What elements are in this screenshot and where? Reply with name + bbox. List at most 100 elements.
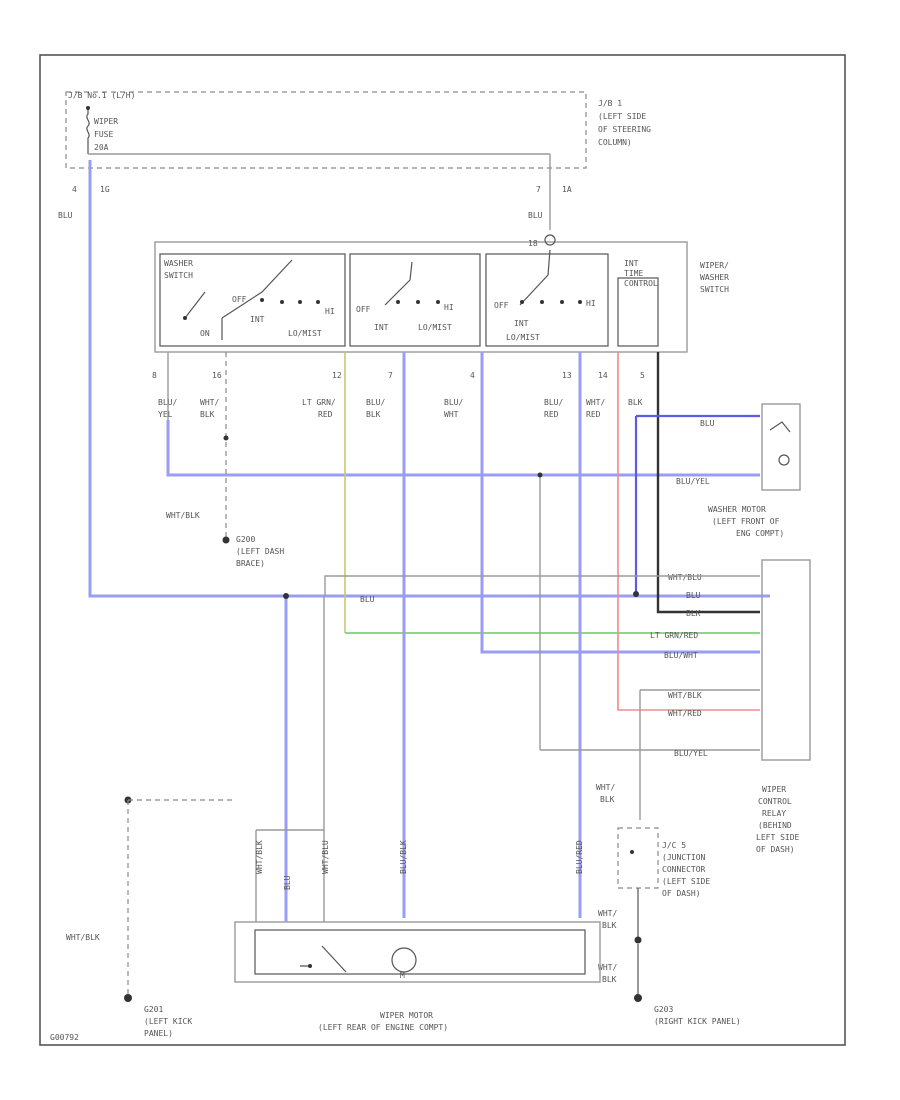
park-switch-icon [300, 945, 347, 973]
jc-wl-f: BLK [602, 975, 617, 984]
jb-location: J/B 1 [598, 99, 622, 108]
junction-connector: WHT/ BLK J/C 5 (JUNCTION CONNECTOR (LEFT… [596, 783, 710, 996]
jc-label-2: (JUNCTION [662, 853, 706, 862]
jb-location-2: (LEFT SIDE [598, 112, 646, 121]
jc-label: J/C 5 [662, 841, 686, 850]
g200-id: G200 [236, 535, 255, 544]
g200-loc-2: BRACE) [236, 559, 265, 568]
relay-mid-blu: BLU [360, 595, 375, 604]
switch-title-2: WASHER [700, 273, 729, 282]
relay-label-3: RELAY [762, 809, 786, 818]
spin-14: 14 [598, 371, 608, 380]
wiper-contact-icon-3 [519, 249, 551, 306]
washer-switch-label-2: SWITCH [164, 271, 193, 280]
motor-w4: BLU/BLK [399, 840, 408, 874]
ground-icon-2 [634, 936, 642, 944]
motor-label: WIPER MOTOR [380, 1011, 433, 1020]
wiper-contact-icon [221, 259, 293, 340]
jc-wl-a: WHT/ [596, 783, 615, 792]
wiper-washer-switch: WIPER/ WASHER SWITCH WASHER SWITCH ON OF… [154, 234, 729, 353]
motor-icon [778, 454, 790, 466]
relay-w3: BLK [686, 609, 701, 618]
wl-5a: BLU/ [444, 398, 463, 407]
jb-title: J/B No.1 (L/H) [68, 91, 135, 100]
ground-g203: G203 (RIGHT KICK PANEL) [634, 994, 741, 1026]
figure-id: G00792 [50, 1033, 79, 1042]
washer-wire-bottom: BLU/YEL [676, 477, 710, 486]
motor-m-label: M [400, 971, 405, 980]
spin-12: 12 [332, 371, 342, 380]
label-int-3: INT [514, 319, 529, 328]
wire-blu-feed [88, 160, 770, 598]
wire-blk [656, 352, 760, 614]
fuse-label: WIPER [94, 117, 118, 126]
relay-w4: LT GRN/RED [650, 631, 698, 640]
label-int-2: INT [374, 323, 389, 332]
ground-icon-3 [634, 994, 642, 1002]
jc-wl-b: BLK [600, 795, 615, 804]
label-hi: HI [325, 307, 335, 316]
jc-label-4: (LEFT SIDE [662, 877, 710, 886]
wl-1b: YEL [158, 410, 173, 419]
label-lo-mist: LO/MIST [288, 329, 322, 338]
pin-7: 7 [536, 185, 541, 194]
pin-4: 4 [72, 185, 77, 194]
ground-g201: WHT/BLK G201 (LEFT KICK PANEL) [66, 796, 236, 1038]
wl-6b: RED [544, 410, 559, 419]
relay-label-5: LEFT SIDE [756, 833, 800, 842]
ground-icon-5 [124, 994, 132, 1002]
fuse-icon [86, 108, 90, 154]
junction-block: J/B No.1 (L/H) WIPER FUSE 20A J/B 1 (LEF… [58, 91, 651, 230]
switch-input-node [544, 234, 556, 246]
wire-wht-red [617, 352, 760, 711]
fuse-rating: 20A [94, 143, 109, 152]
washer-motor-label-3: ENG COMPT) [736, 529, 784, 538]
wl-g200: WHT/BLK [166, 511, 200, 520]
wl-6a: BLU/ [544, 398, 563, 407]
pump-icon [769, 421, 791, 433]
jc-wl-d: BLK [602, 921, 617, 930]
relay-label-4: (BEHIND [758, 821, 792, 830]
wiper-motor-icon [391, 947, 417, 973]
spin-7: 7 [388, 371, 393, 380]
washer-motor-label-2: (LEFT FRONT OF [712, 517, 780, 526]
washer-motor-label: WASHER MOTOR [708, 505, 766, 514]
wl-2b: BLK [200, 410, 215, 419]
spin-5: 5 [640, 371, 645, 380]
fuse-node [86, 106, 90, 110]
jc-wl-c: WHT/ [598, 909, 617, 918]
wl-3b: RED [318, 410, 333, 419]
spin-4: 4 [470, 371, 475, 380]
spin-16: 16 [212, 371, 222, 380]
wl-8: BLK [628, 398, 643, 407]
int-time-label: INT [624, 259, 639, 268]
jb-location-4: COLUMN) [598, 138, 632, 147]
relay-label: WIPER [762, 785, 786, 794]
switch-wire-labels: BLU/ YEL WHT/ BLK LT GRN/ RED BLU/ BLK B… [158, 398, 643, 419]
wl-7a: WHT/ [586, 398, 605, 407]
washer-switch-label: WASHER [164, 259, 193, 268]
wiper-motor: WHT/BLK BLU WHT/BLU BLU/BLK BLU/RED M WI… [234, 593, 601, 1032]
wire-blu-yel-washer [166, 420, 760, 477]
g203-id: G203 [654, 1005, 673, 1014]
g200-loc: (LEFT DASH [236, 547, 284, 556]
wl-4b: BLK [366, 410, 381, 419]
label-lo-mist-2: LO/MIST [418, 323, 452, 332]
switch-title-3: SWITCH [700, 285, 729, 294]
jc-wl-e: WHT/ [598, 963, 617, 972]
wl-2a: WHT/ [200, 398, 219, 407]
wiper-contact-icon-2 [384, 261, 413, 306]
switch-pins: 8 16 12 7 4 13 14 5 [152, 371, 645, 380]
label-off: OFF [232, 295, 247, 304]
relay-label-6: OF DASH) [756, 845, 795, 854]
motor-w5: BLU/RED [575, 840, 584, 874]
ground-icon [222, 536, 230, 544]
washer-wire-top: BLU [700, 419, 715, 428]
motor-w1: WHT/BLK [255, 840, 264, 874]
relay-w7: WHT/BLK [668, 691, 702, 700]
fuse-label-2: FUSE [94, 130, 113, 139]
relay-w2: BLU [686, 591, 701, 600]
label-hi-3: HI [586, 299, 596, 308]
wire-label-blu: BLU [58, 211, 73, 220]
